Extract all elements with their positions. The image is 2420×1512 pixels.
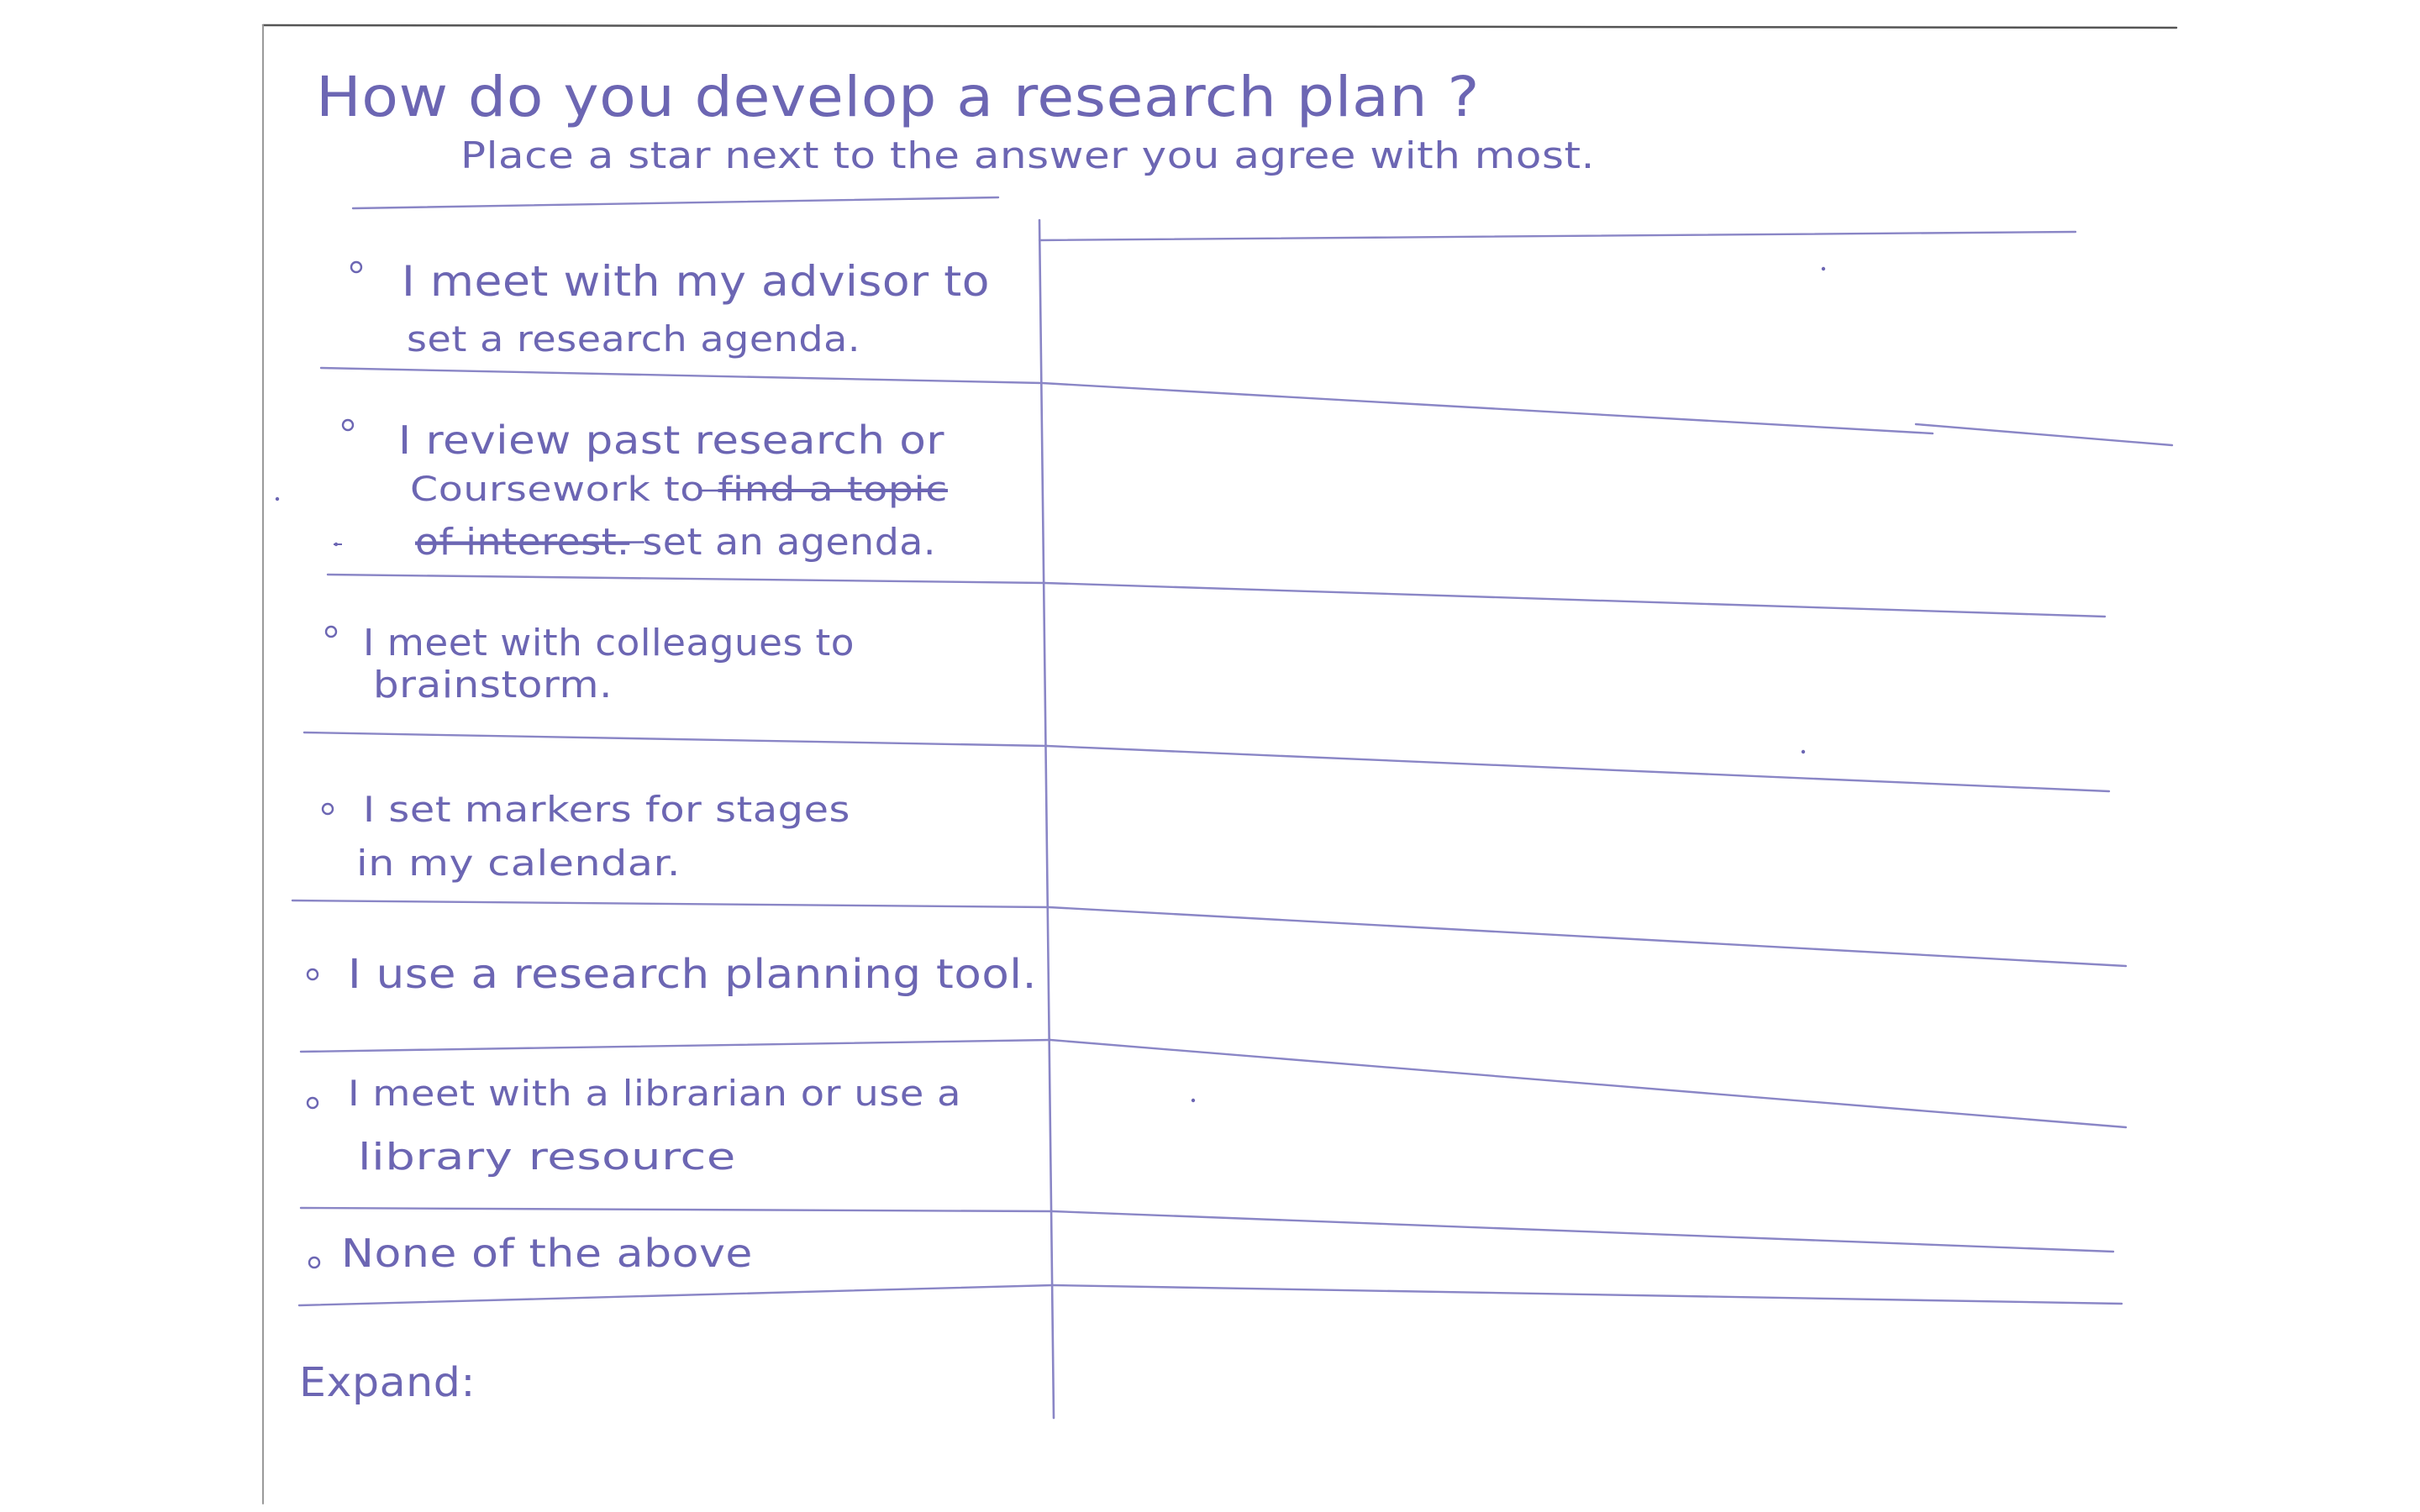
option-text-line: I set markers for stages (363, 789, 850, 830)
ruled-lines (261, 24, 2178, 1504)
column-divider (1038, 218, 1055, 1420)
option-bullet-icon (308, 1256, 321, 1269)
ink-speck-5 (1191, 1098, 1196, 1103)
ink-speck-3 (275, 496, 280, 501)
option-text-line: None of the above (341, 1231, 753, 1276)
paper-top-edge (261, 24, 2178, 29)
answer-option-6: I meet with a librarian or use a library … (306, 1073, 961, 1179)
answer-options: I meet with my advisor to set a research … (306, 257, 1037, 1276)
row-rule-right-8 (1051, 1284, 2123, 1305)
expand-label: Expand: (299, 1359, 476, 1406)
row-rule-right-4 (1045, 744, 2111, 793)
option-text-line: library resource (358, 1136, 736, 1179)
row-rule-left-7 (297, 1284, 1055, 1307)
option-text-segment: None of the above (341, 1231, 753, 1276)
option-text-segment: I set markers for stages (363, 789, 850, 830)
option-bullet-icon (306, 968, 319, 981)
option-text-segment: I review past research or (398, 417, 944, 463)
row-rule-left-3 (302, 731, 1049, 748)
answer-option-4: I set markers for stages in my calendar. (321, 789, 850, 884)
option-text-line: in my calendar. (356, 843, 681, 884)
row-rule-right-2 (1914, 423, 2174, 447)
row-rule-right-3 (1043, 581, 2107, 618)
option-text-line: brainstorm. (373, 664, 613, 706)
option-text-segment: library resource (358, 1136, 736, 1179)
option-text-segment: I meet with a librarian or use a (348, 1073, 961, 1114)
header-rule-right (1038, 230, 2077, 242)
strike-through-mark (702, 488, 946, 492)
option-bullet-icon (350, 260, 363, 274)
option-text-segment: in my calendar. (356, 843, 681, 884)
answer-option-1: I meet with my advisor to set a research … (350, 257, 990, 360)
option-text-line: I meet with a librarian or use a (348, 1073, 961, 1114)
option-text-segment: I meet with colleagues to (363, 622, 855, 664)
worksheet-instruction: Place a star next to the answer you agre… (460, 134, 1595, 177)
option-text-line: I use a research planning tool. (348, 951, 1037, 998)
row-rule-left-1 (319, 366, 1044, 385)
row-rule-left-2 (326, 573, 1046, 585)
option-text-line: set a research agenda. (407, 318, 860, 360)
row-rule-right-7 (1050, 1210, 2115, 1253)
row-rule-right-1 (1040, 381, 1934, 435)
option-text-segment: brainstorm. (373, 664, 613, 706)
option-bullet-icon (341, 418, 355, 432)
row-rule-left-4 (291, 899, 1050, 909)
handwriting: How do you develop a research plan ? Pla… (299, 65, 1595, 1406)
option-text-segment: I meet with my advisor to (402, 257, 990, 306)
option-bullet-icon (306, 1096, 319, 1110)
answer-option-7: None of the above (308, 1231, 753, 1276)
option-text-line: I review past research or (398, 417, 944, 463)
row-rule-left-5 (299, 1038, 1052, 1053)
row-rule-right-6 (1049, 1038, 2128, 1129)
option-text-segment: set an agenda. (629, 521, 936, 564)
option-text-line: I meet with my advisor to (402, 257, 990, 306)
strike-through-mark (417, 541, 644, 545)
option-text-segment: set a research agenda. (407, 318, 860, 360)
option-text-line: I meet with colleagues to (363, 622, 855, 664)
header-rule-left (351, 196, 1000, 210)
worksheet-title: How do you develop a research plan ? (316, 65, 1480, 129)
row-rule-right-5 (1047, 906, 2128, 968)
option-bullet-icon (324, 625, 338, 638)
option-text-segment: I use a research planning tool. (348, 951, 1037, 998)
ink-speck-2 (1801, 749, 1806, 754)
option-bullet-icon (321, 802, 334, 816)
option-text-segment: Coursework to (410, 470, 718, 509)
ink-speck-1 (1821, 266, 1826, 271)
row-rule-left-6 (299, 1206, 1054, 1213)
answer-option-5: I use a research planning tool. (306, 951, 1037, 998)
